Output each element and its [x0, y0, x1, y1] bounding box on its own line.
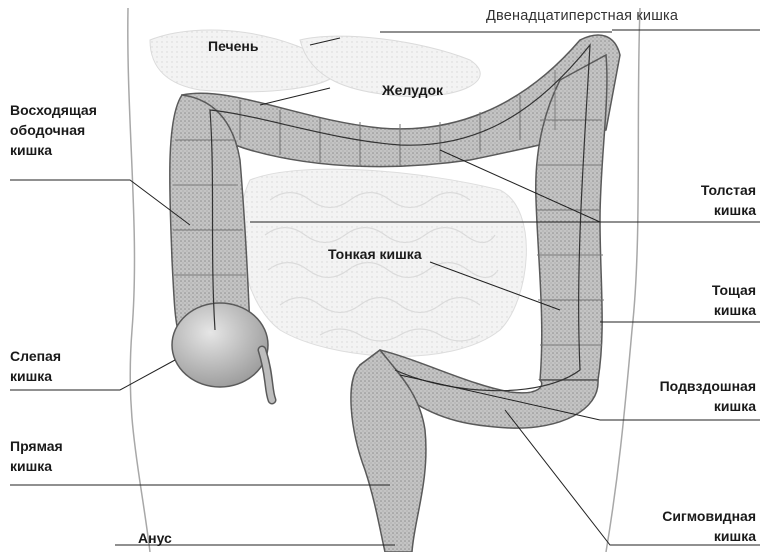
label-anus: Анус: [138, 528, 172, 548]
label-jejunum: Тощая кишка: [660, 280, 756, 320]
label-small-intestine: Тонкая кишка: [328, 244, 422, 264]
label-liver: Печень: [208, 36, 258, 56]
label-rectum: Прямая кишка: [10, 436, 63, 476]
label-stomach: Желудок: [382, 80, 443, 100]
label-cecum: Слепая кишка: [10, 346, 61, 386]
label-ileum: Подвздошная кишка: [610, 376, 756, 416]
label-sigmoid: Сигмовидная кишка: [610, 506, 756, 546]
label-large-intestine: Толстая кишка: [660, 180, 756, 220]
label-duodenum: Двенадцатиперстная кишка: [486, 6, 678, 26]
label-ascending-colon: Восходящая ободочная кишка: [10, 100, 97, 160]
